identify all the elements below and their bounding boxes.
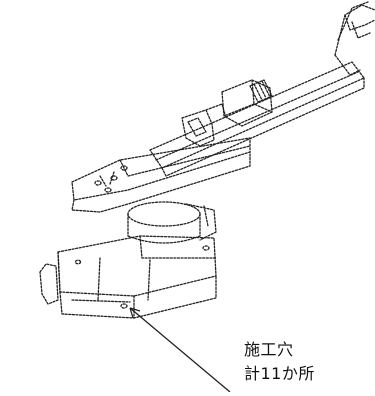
leader-line — [129, 307, 231, 393]
channel-base — [39, 235, 217, 319]
top-platform — [71, 137, 251, 213]
boom-arm — [149, 61, 365, 177]
callout-label-line2: 計11か所 — [244, 364, 315, 383]
callout-label-line1: 施工穴 — [244, 340, 294, 359]
top-hanger-bracket — [334, 1, 375, 76]
swivel-cylinder — [127, 201, 217, 244]
arrowhead-icon — [129, 307, 141, 319]
callout-leader — [129, 307, 231, 393]
clamp-assembly — [181, 79, 273, 147]
